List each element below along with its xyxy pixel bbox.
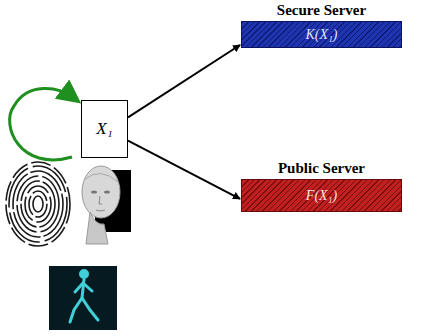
connector-arrow	[128, 45, 240, 117]
node-label: X₁	[96, 119, 112, 139]
server-title: Secure Server	[241, 2, 402, 19]
node-label: K(X₁)	[305, 27, 337, 43]
public-server: Public ServerF(X₁)	[241, 160, 402, 212]
secure-server: Secure ServerK(X₁)	[241, 2, 402, 48]
loop-arrow	[10, 88, 74, 159]
input-box: X₁	[81, 100, 128, 158]
server-band: K(X₁)	[241, 21, 402, 48]
node-label: F(X₁)	[306, 188, 337, 204]
connector-arrow	[128, 141, 240, 199]
fingerprint-image	[6, 162, 70, 246]
face-image	[82, 166, 131, 244]
server-band: F(X₁)	[241, 179, 402, 212]
gait-image	[49, 266, 117, 330]
server-title: Public Server	[241, 160, 402, 177]
